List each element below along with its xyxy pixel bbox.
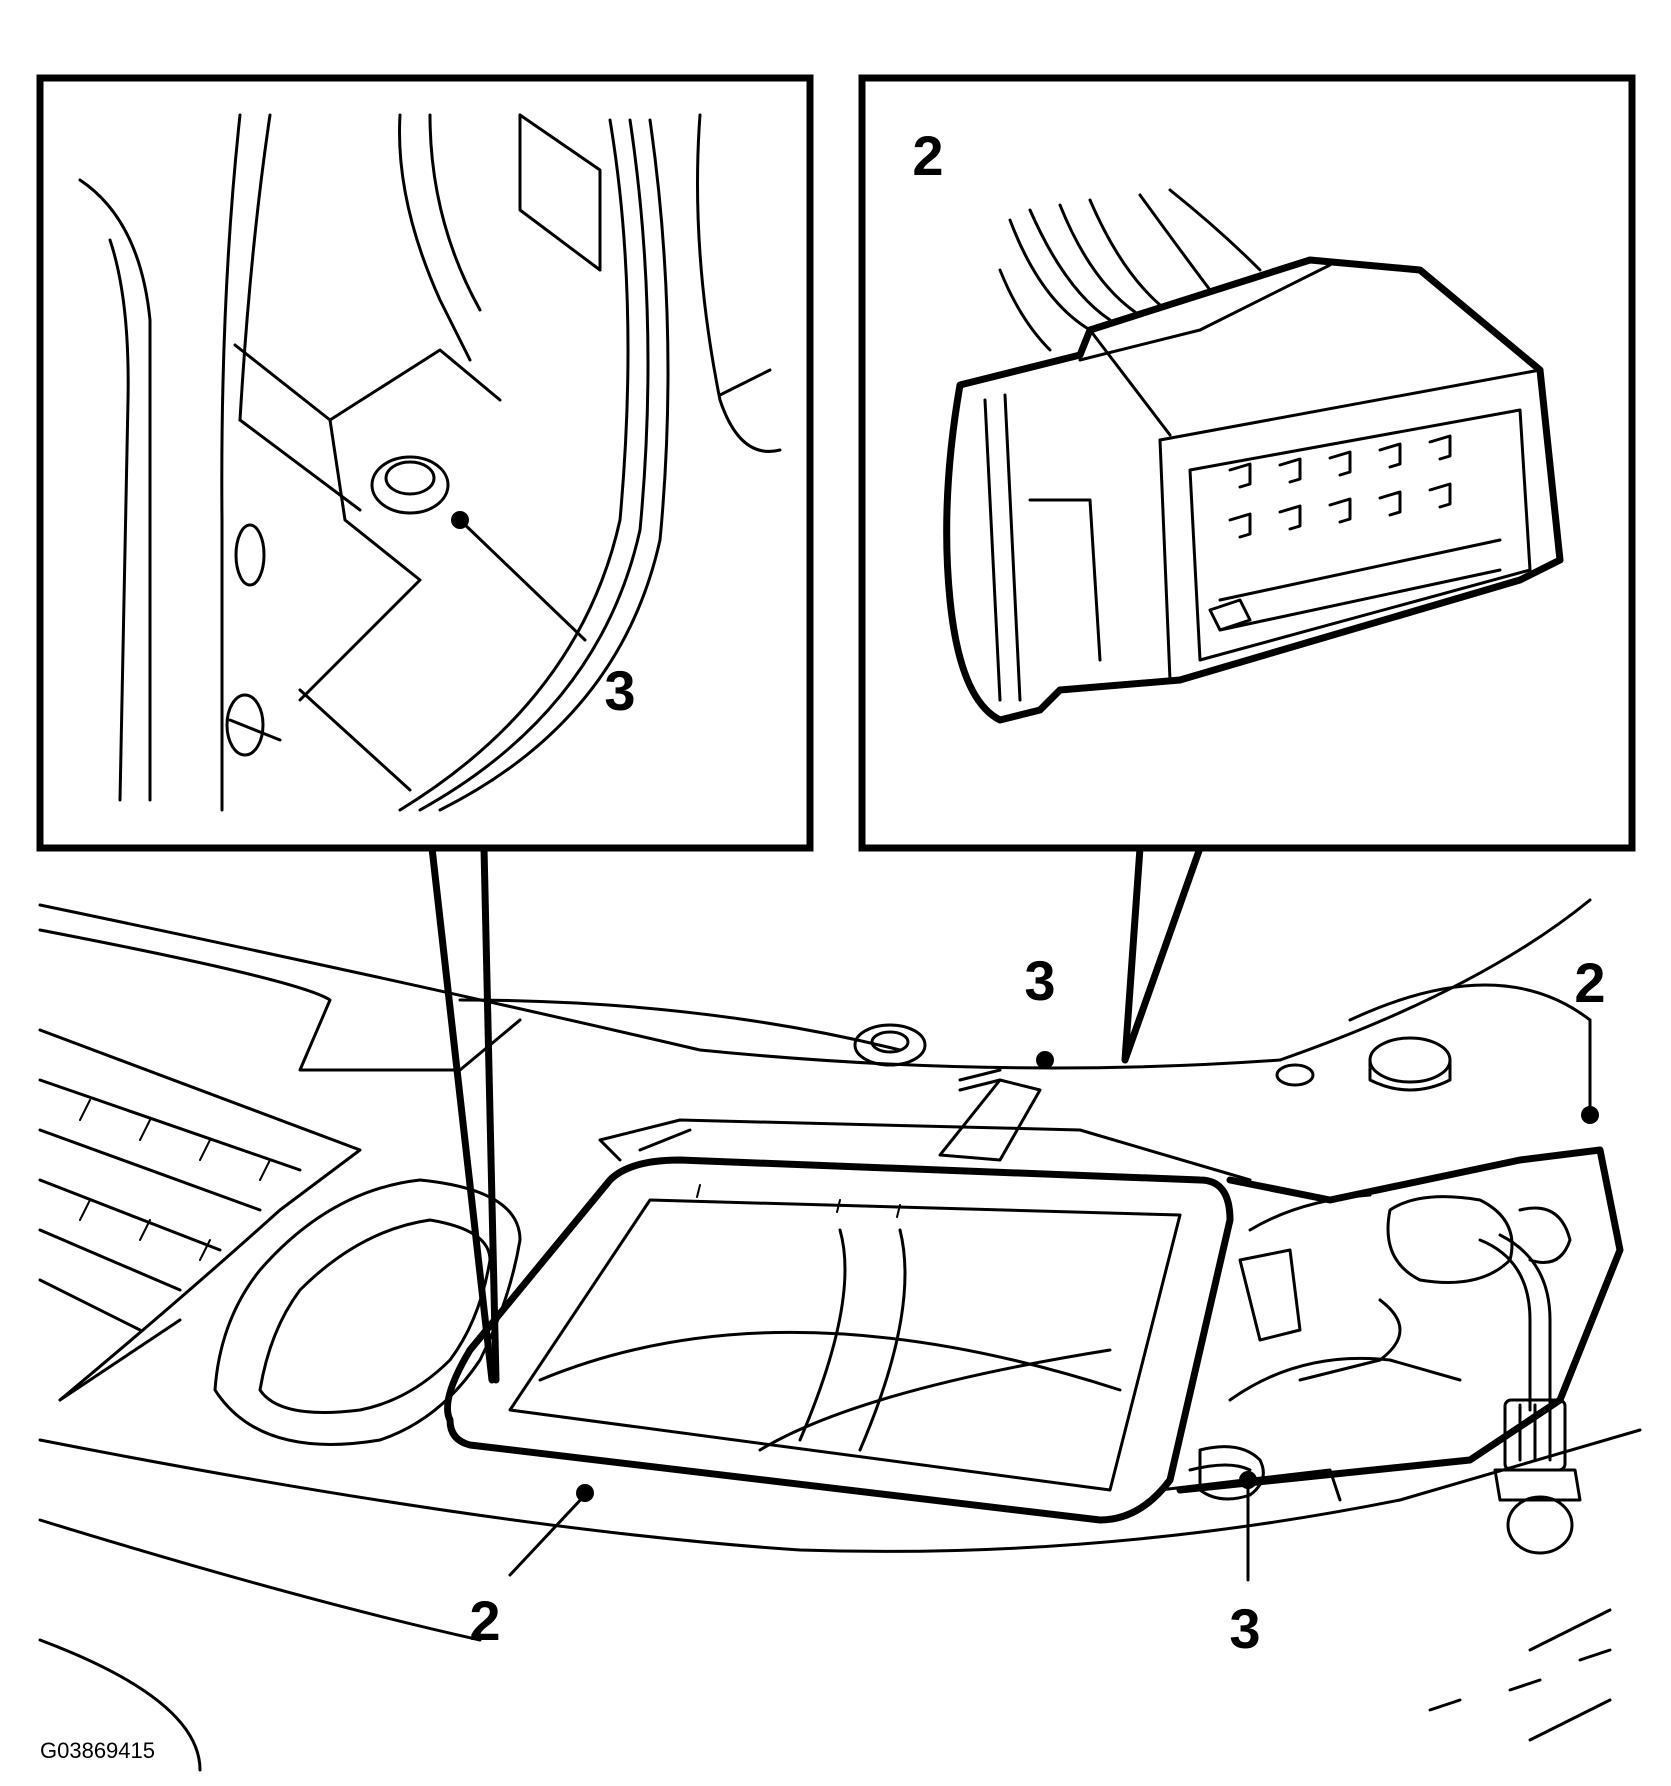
lower-bolt-icon: [1198, 1445, 1265, 1501]
inset-right-connector-detail: 2: [858, 74, 1636, 852]
leader-dot: [1036, 1051, 1054, 1069]
grille-icon: [38, 1028, 362, 1402]
inset-left-bolt-detail: 3: [36, 74, 814, 852]
headlamp-assembly-icon: [444, 1023, 1624, 1524]
callout-inset-left-bolt: 3: [604, 659, 635, 722]
leader-line: [458, 518, 587, 642]
leader-dot: [1239, 1471, 1257, 1489]
bulb-socket-icon: [1478, 1233, 1582, 1555]
inset-left-pointer: [480, 844, 500, 1384]
callout-inset-right-connector: 2: [912, 124, 943, 187]
callout-main-lamp-assembly: 2: [469, 1589, 500, 1652]
leader-dot: [576, 1484, 594, 1502]
leader-dot: [1581, 1106, 1599, 1124]
main-callouts: 3 2 2 3: [469, 949, 1605, 1660]
leader-line: [508, 1493, 587, 1577]
callout-main-top-bolt: 3: [1024, 949, 1055, 1012]
callout-main-right-connector: 2: [1574, 951, 1605, 1014]
leader-dot: [451, 511, 469, 529]
front-end-main-view: [38, 898, 1642, 1772]
wire-bundle-icon: [998, 188, 1262, 352]
callout-main-bottom-bolt: 3: [1229, 1597, 1260, 1660]
inset-bolt-icon: [370, 455, 450, 515]
figure-id: G03869415: [40, 1738, 155, 1763]
inset-right-pointer: [1121, 844, 1204, 1064]
harness-connector-icon: [943, 256, 1564, 724]
